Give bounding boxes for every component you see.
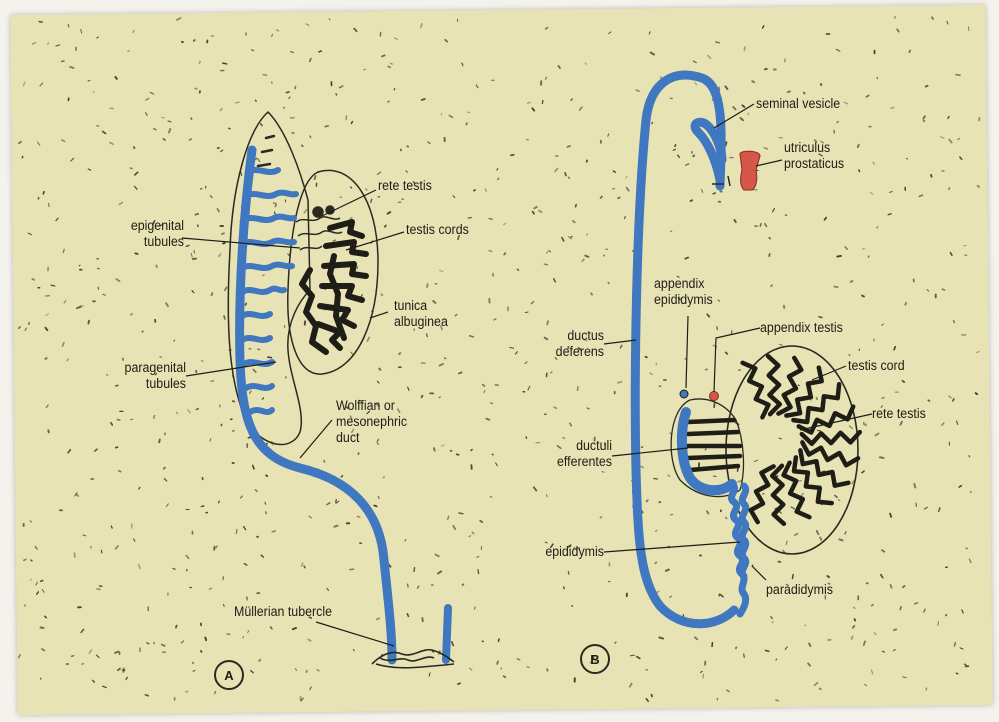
label-seminal-vesicle: seminal vesicle — [756, 96, 840, 112]
label-paragenital-tubules: paragenital tubules — [98, 360, 186, 392]
label-testis-cords-a: testis cords — [406, 222, 469, 238]
label-paradidymis: paradidymis — [766, 582, 833, 598]
label-tunica-albuginea: tunica albuginea — [394, 298, 448, 330]
appendix-epididymis-shape — [680, 390, 688, 398]
label-epigenital-tubules: epigenital tubules — [99, 218, 184, 250]
label-appendix-testis: appendix testis — [760, 320, 843, 336]
label-ductus-deferens: ductus deferens — [536, 328, 604, 360]
label-rete-testis-b: rete testis — [872, 406, 926, 422]
epididymis-body — [731, 484, 745, 614]
mullerian-tubercle — [372, 650, 454, 668]
testis-cord-loop — [743, 363, 769, 418]
label-rete-testis-a: rete testis — [378, 178, 432, 194]
label-appendix-epididymis: appendix epididymis — [654, 276, 713, 308]
label-utriculus-prostaticus: utriculus prostaticus — [784, 140, 844, 172]
panel-a-drawing — [228, 112, 448, 660]
mullerian-duct-stub — [446, 608, 448, 660]
label-epididymis: epididymis — [518, 544, 604, 560]
ductuli-efferentes-b — [688, 420, 740, 470]
paper-speckle-texture — [19, 17, 980, 702]
testis-cords-a — [302, 222, 366, 352]
label-ductuli-efferentes: ductuli efferentes — [527, 438, 612, 470]
panel-letter-a: A — [214, 660, 244, 690]
label-wolffian-duct: Wolffian or mesonephric duct — [336, 398, 407, 446]
label-testis-cord-b: testis cord — [848, 358, 905, 374]
appendix-testis-shape — [710, 392, 719, 401]
panel-letter-b: B — [580, 644, 610, 674]
label-mullerian-tubercle: Müllerian tubercle — [234, 604, 332, 620]
upper-tubule-dashes — [258, 136, 274, 166]
